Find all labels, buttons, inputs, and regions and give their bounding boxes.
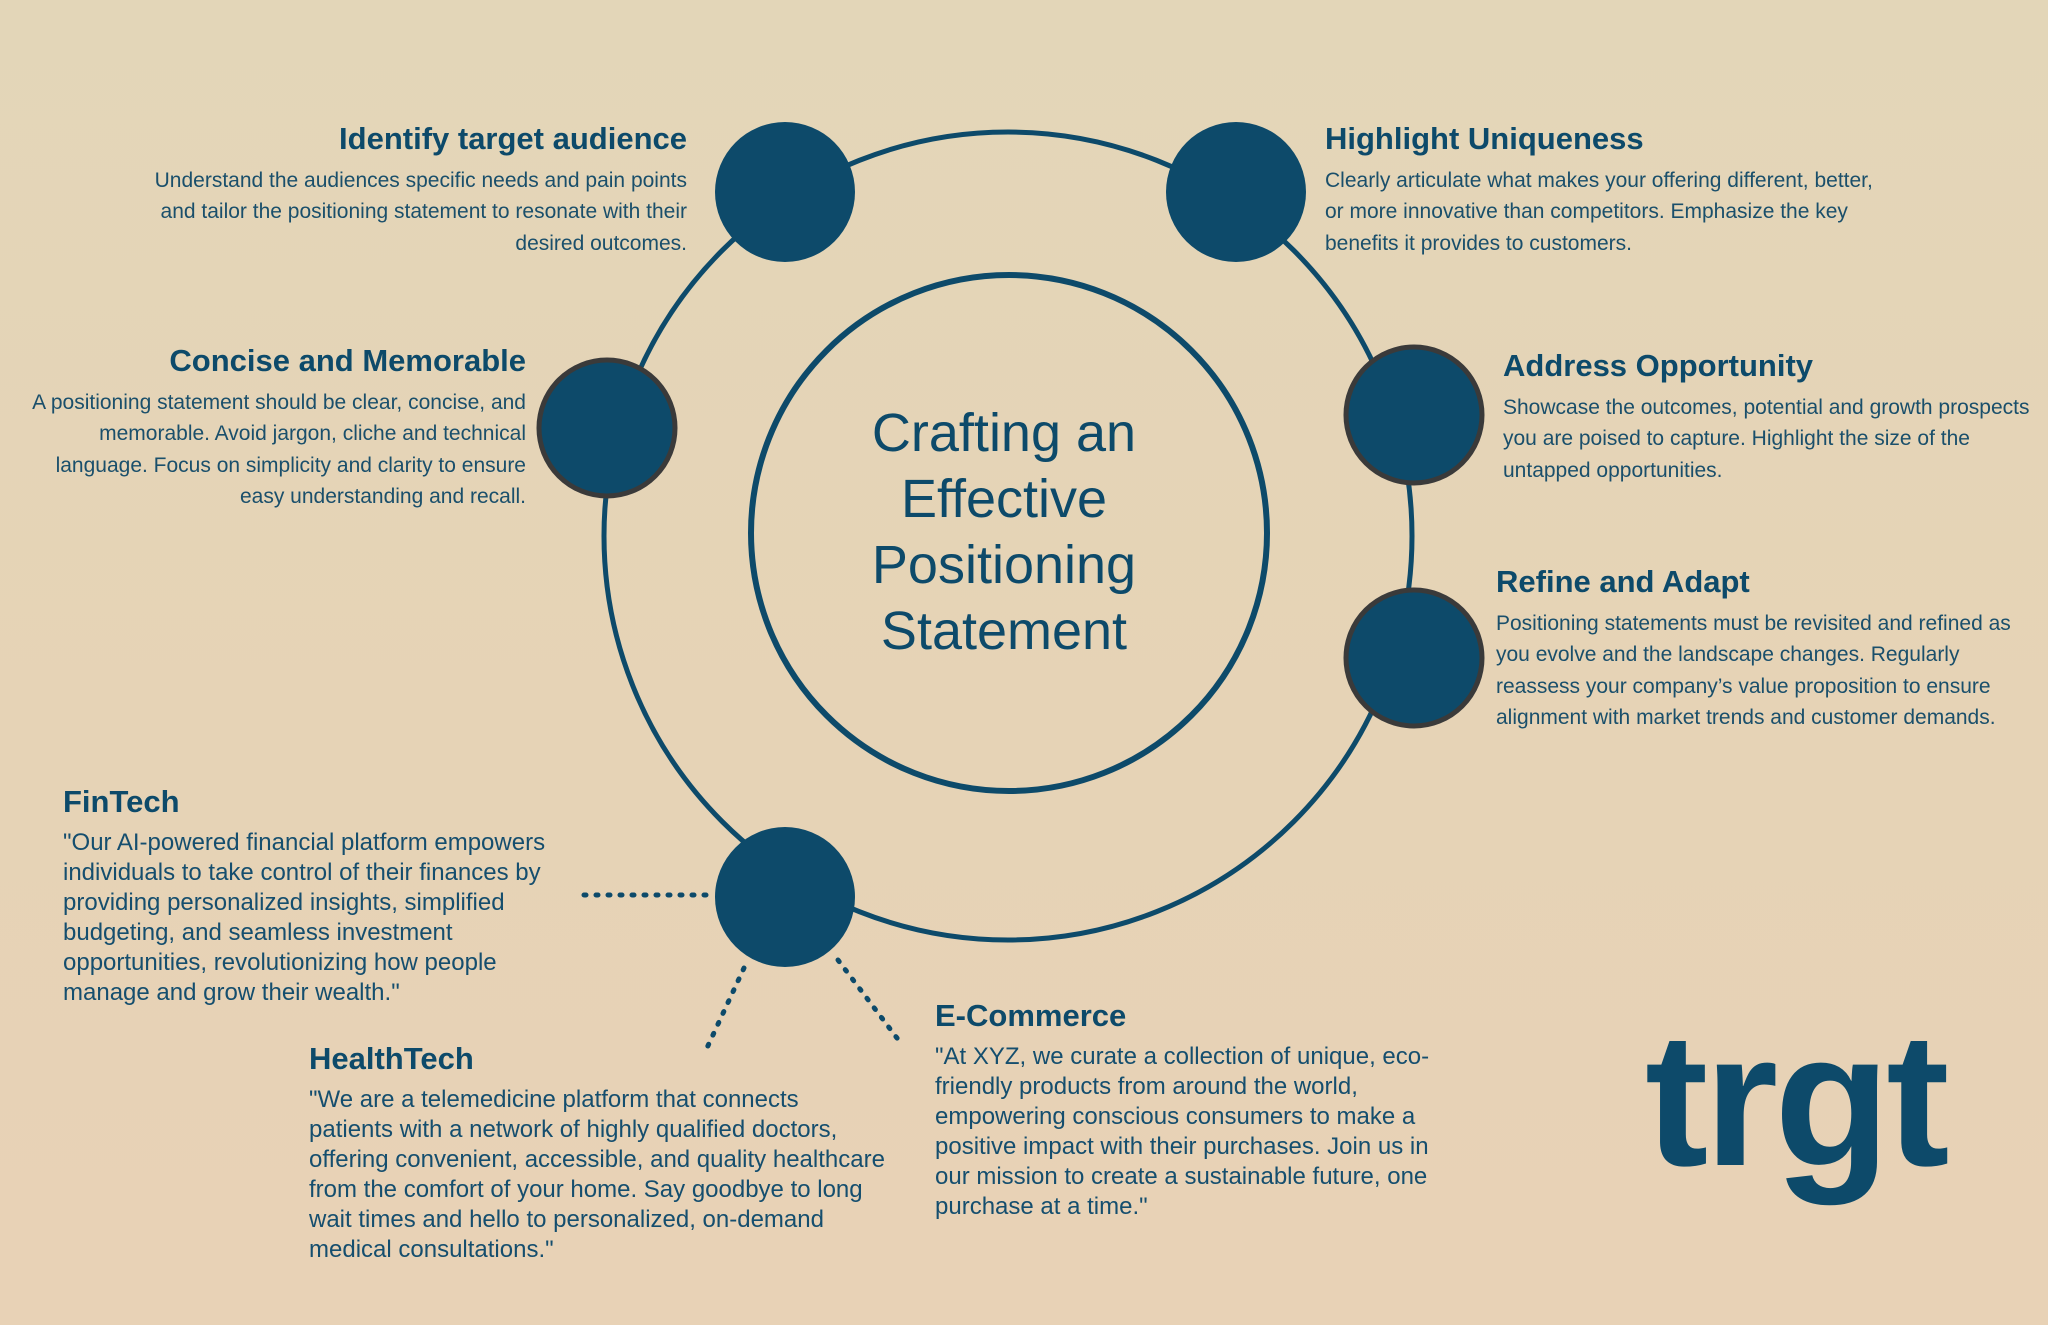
refine-adapt-title: Refine and Adapt	[1496, 564, 1750, 599]
connector-healthtech	[703, 965, 747, 1053]
node-refine-adapt	[1343, 587, 1485, 729]
highlight-uniqueness-text: Clearly articulate what makes your offer…	[1325, 168, 1873, 255]
fintech-title: FinTech	[63, 784, 180, 819]
healthtech-block: HealthTech "We are a telemedicine platfo…	[309, 1040, 887, 1265]
highlight-uniqueness-title: Highlight Uniqueness	[1325, 121, 1644, 156]
highlight-uniqueness-block: Highlight Uniqueness Clearly articulate …	[1325, 120, 1895, 259]
identify-target-audience-text: Understand the audiences specific needs …	[154, 168, 687, 255]
refine-adapt-block: Refine and Adapt Positioning statements …	[1496, 563, 2018, 734]
identify-target-audience-title: Identify target audience	[339, 121, 687, 156]
concise-memorable-text: A positioning statement should be clear,…	[32, 390, 526, 509]
inner-ring	[748, 272, 1270, 794]
node-concise-memorable	[536, 357, 678, 499]
center-title-line: Effective	[900, 469, 1108, 529]
ecommerce-text: "At XYZ, we curate a collection of uniqu…	[935, 1042, 1430, 1220]
ecommerce-block: E-Commerce "At XYZ, we curate a collecti…	[935, 997, 1455, 1222]
ecommerce-title: E-Commerce	[935, 998, 1127, 1033]
node-address-opportunity	[1343, 344, 1485, 486]
outer-ring	[601, 129, 1415, 943]
node-examples	[715, 827, 855, 967]
center-title-line: Statement	[880, 601, 1128, 661]
center-title-line: Crafting an	[871, 403, 1137, 463]
center-title: Crafting an Effective Positioning Statem…	[800, 400, 1208, 664]
address-opportunity-text: Showcase the outcomes, potential and gro…	[1503, 395, 2030, 482]
healthtech-title: HealthTech	[309, 1041, 474, 1076]
fintech-text: "Our AI-powered financial platform empow…	[63, 828, 546, 1006]
trgt-logo: trgt	[1645, 994, 1950, 1206]
healthtech-text: "We are a telemedicine platform that con…	[309, 1085, 885, 1263]
fintech-block: FinTech "Our AI-powered financial platfo…	[63, 783, 583, 1008]
node-highlight-uniqueness	[1166, 122, 1306, 262]
connector-ecommerce	[835, 957, 903, 1045]
concise-memorable-title: Concise and Memorable	[169, 343, 526, 378]
address-opportunity-block: Address Opportunity Showcase the outcome…	[1503, 347, 2033, 486]
identify-target-audience-block: Identify target audience Understand the …	[125, 120, 687, 259]
concise-memorable-block: Concise and Memorable A positioning stat…	[28, 342, 526, 513]
center-title-line: Positioning	[871, 535, 1137, 595]
address-opportunity-title: Address Opportunity	[1503, 348, 1814, 383]
node-identify-target-audience	[715, 122, 855, 262]
refine-adapt-text: Positioning statements must be revisited…	[1496, 611, 2011, 730]
